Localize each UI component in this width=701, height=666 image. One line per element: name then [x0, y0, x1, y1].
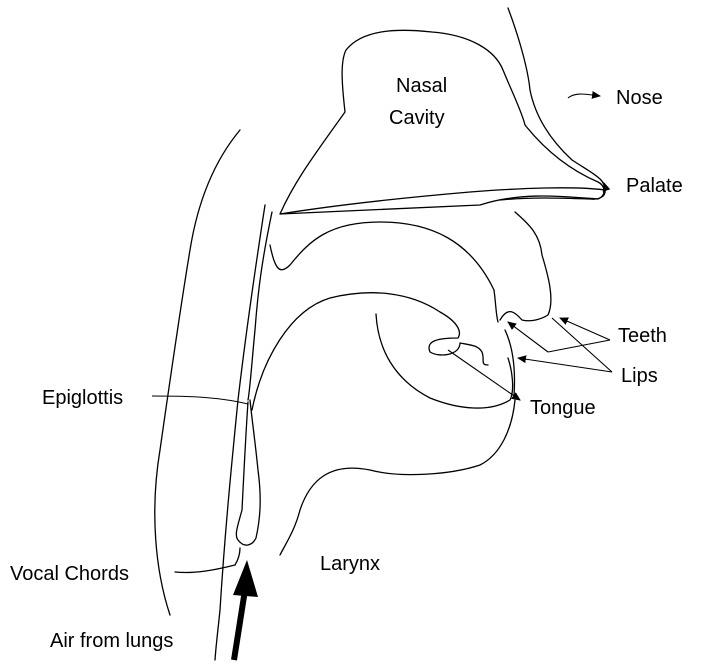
epiglottis-outline [236, 400, 260, 545]
label-lips: Lips [621, 365, 658, 387]
tongue-pointer [448, 350, 520, 400]
teeth-to-lips-pointer [508, 322, 548, 352]
airflow-arrow-shaft [234, 590, 245, 660]
upper-lip [500, 212, 551, 321]
label-larynx: Larynx [320, 553, 380, 575]
label-nasal-line1: Nasal [396, 75, 447, 97]
vocal-chords-outline [175, 548, 240, 573]
airflow-arrowhead [233, 560, 258, 597]
nose-bridge [508, 8, 605, 193]
lips-pointer-1 [518, 358, 612, 372]
label-epiglottis: Epiglottis [42, 387, 123, 409]
pharynx-back-wall [155, 130, 240, 615]
nose-pointer [568, 94, 600, 98]
label-air-from-lungs: Air from lungs [50, 630, 173, 652]
teeth-pointer-1 [560, 318, 610, 340]
label-nasal-line2: Cavity [389, 107, 445, 129]
label-vocal-chords: Vocal Chords [10, 563, 129, 585]
label-teeth: Teeth [618, 325, 667, 347]
label-nose: Nose [616, 87, 663, 109]
jaw-chin [280, 400, 515, 555]
label-palate: Palate [626, 175, 683, 197]
palate-outline [280, 188, 605, 214]
tongue-tip [376, 314, 513, 408]
tongue-outline [252, 293, 488, 410]
mouth-roof [270, 222, 498, 322]
label-tongue: Tongue [530, 397, 596, 419]
